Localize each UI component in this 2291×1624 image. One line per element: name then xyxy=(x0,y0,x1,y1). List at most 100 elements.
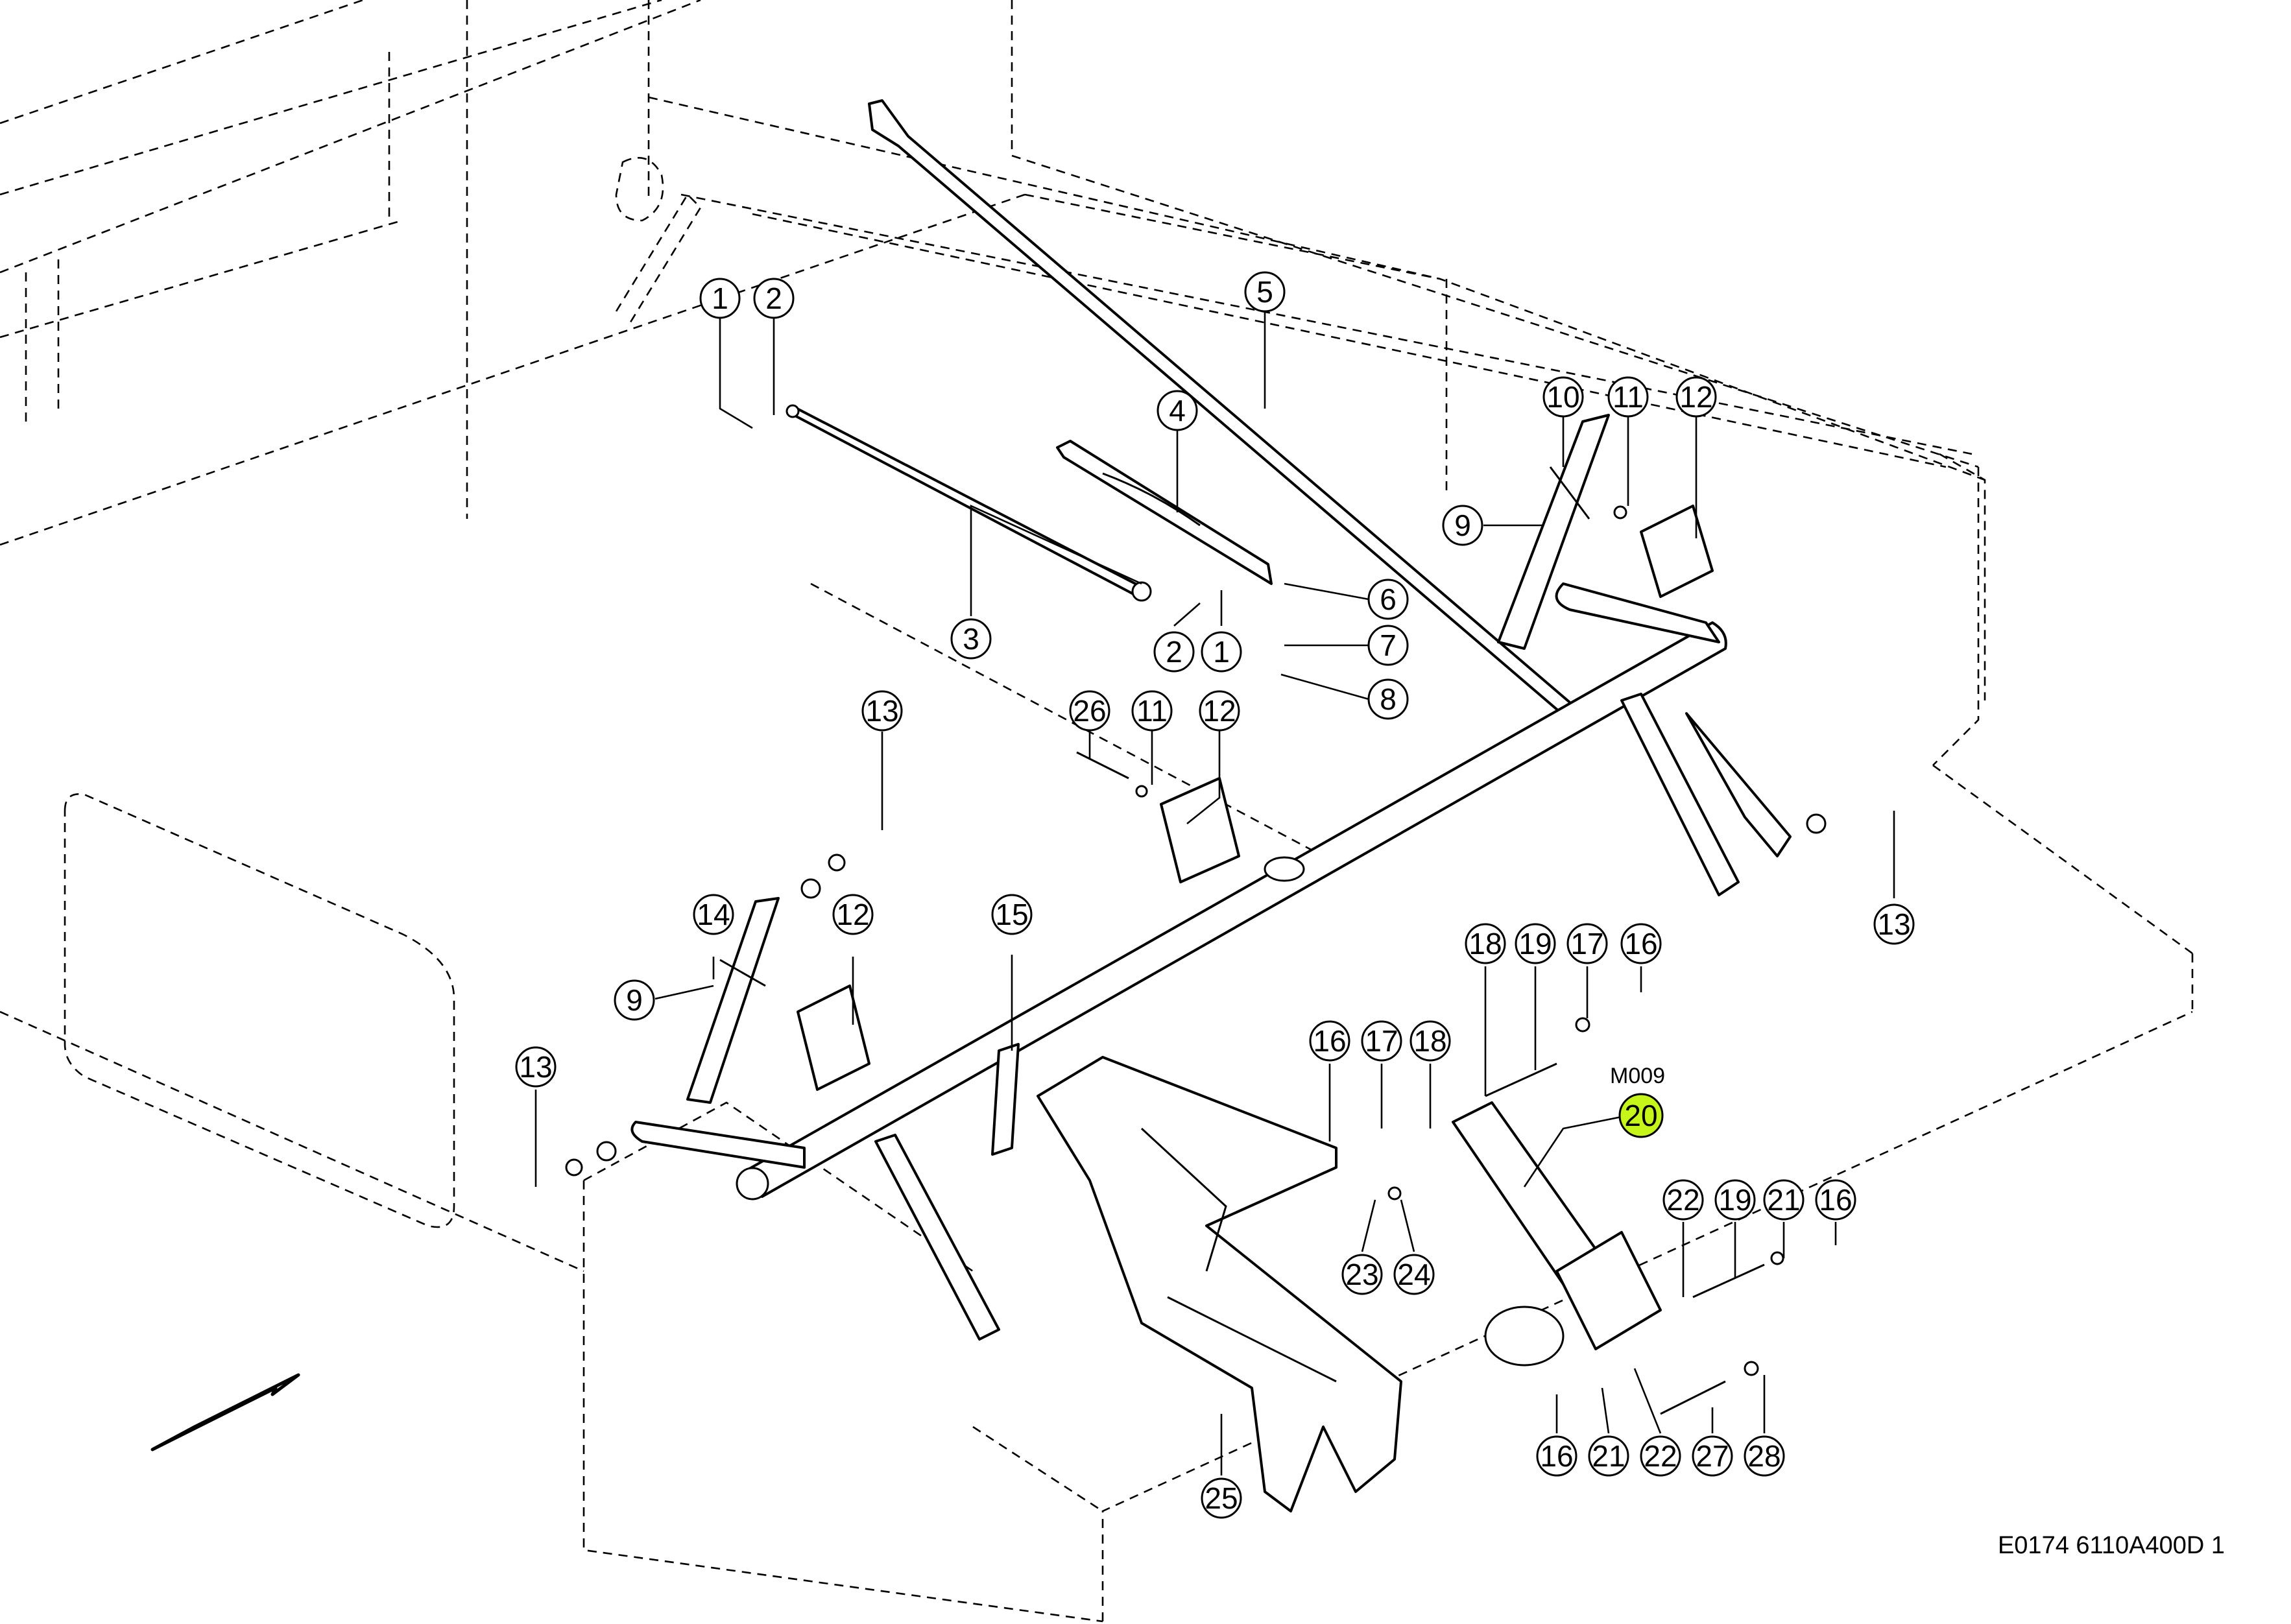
callout-16[interactable]: 16 xyxy=(1620,923,1662,964)
part-3-rod xyxy=(790,406,1143,598)
part-26-bolt xyxy=(1076,751,1129,780)
callout-10[interactable]: 10 xyxy=(1542,376,1584,418)
main-shaft xyxy=(745,621,1727,1198)
svg-text:12: 12 xyxy=(1203,694,1236,728)
right-arm xyxy=(1555,582,1720,643)
callout-28[interactable]: 28 xyxy=(1744,1435,1785,1477)
part-13-nut-mid xyxy=(800,878,821,899)
part-11-washer-mid xyxy=(1135,785,1148,798)
svg-text:20: 20 xyxy=(1624,1099,1657,1132)
callout-11[interactable]: 11 xyxy=(1607,376,1649,418)
callout-1-lower[interactable]: 1 xyxy=(1201,631,1242,673)
part-12-clamp-mid xyxy=(1160,777,1240,883)
callout-6[interactable]: 6 xyxy=(1367,579,1409,620)
callout-27[interactable]: 27 xyxy=(1692,1435,1733,1477)
callout-3[interactable]: 3 xyxy=(950,618,992,660)
callout-24[interactable]: 24 xyxy=(1393,1254,1435,1295)
svg-text:13: 13 xyxy=(1877,907,1910,941)
svg-text:4: 4 xyxy=(1169,394,1186,427)
svg-text:17: 17 xyxy=(1365,1024,1398,1058)
svg-text:10: 10 xyxy=(1546,380,1579,414)
callout-13-left[interactable]: 13 xyxy=(515,1046,557,1088)
callout-12-mid[interactable]: 12 xyxy=(1199,690,1240,732)
left-arm xyxy=(630,1121,806,1169)
callout-16-right[interactable]: 16 xyxy=(1815,1179,1856,1221)
callout-2[interactable]: 2 xyxy=(753,278,795,319)
svg-text:22: 22 xyxy=(1666,1183,1699,1217)
callout-20[interactable]: 20 xyxy=(1618,1093,1664,1138)
callout-17[interactable]: 17 xyxy=(1566,923,1608,964)
svg-text:12: 12 xyxy=(836,898,869,931)
callout-2-lower[interactable]: 2 xyxy=(1153,631,1195,673)
part-20-actuator-body xyxy=(1555,1231,1662,1350)
part-28-nut xyxy=(1744,1361,1759,1376)
callout-9[interactable]: 9 xyxy=(1442,505,1483,546)
part-13-washer-mid xyxy=(828,854,846,872)
callout-21[interactable]: 21 xyxy=(1763,1179,1805,1221)
part-25-inner-a xyxy=(1140,1127,1227,1272)
machine-frame xyxy=(0,0,2194,1623)
callout-12[interactable]: 12 xyxy=(1675,376,1717,418)
svg-text:14: 14 xyxy=(697,898,730,931)
callout-18[interactable]: 18 xyxy=(1465,923,1506,964)
callout-22-bottom[interactable]: 22 xyxy=(1640,1435,1681,1477)
callout-17-mid[interactable]: 17 xyxy=(1361,1020,1402,1062)
shaft-end xyxy=(736,1167,769,1200)
part-9-upper-lever xyxy=(1497,414,1610,650)
svg-text:3: 3 xyxy=(963,622,979,656)
callout-12-left[interactable]: 12 xyxy=(832,894,874,935)
svg-text:1: 1 xyxy=(1213,635,1230,669)
part-19-pin-lower xyxy=(1692,1263,1765,1298)
callout-15[interactable]: 15 xyxy=(991,894,1033,935)
svg-text:11: 11 xyxy=(1136,694,1168,728)
part-13-nut-right xyxy=(1806,813,1827,834)
svg-text:2: 2 xyxy=(1166,635,1182,669)
leader-lines xyxy=(534,311,1895,1475)
svg-text:9: 9 xyxy=(1454,508,1471,542)
callout-14[interactable]: 14 xyxy=(693,894,734,935)
part-11-washer-upper xyxy=(1613,505,1627,519)
callout-5[interactable]: 5 xyxy=(1244,271,1286,313)
callout-21-bottom[interactable]: 21 xyxy=(1588,1435,1629,1477)
callout-25[interactable]: 25 xyxy=(1201,1477,1242,1519)
right-hanger xyxy=(1620,693,1740,896)
callout-23[interactable]: 23 xyxy=(1341,1254,1383,1295)
svg-text:16: 16 xyxy=(1540,1439,1573,1473)
callout-1[interactable]: 1 xyxy=(699,278,741,319)
svg-text:7: 7 xyxy=(1380,628,1397,662)
part-13-nut-left xyxy=(596,1141,617,1162)
callout-4[interactable]: 4 xyxy=(1157,390,1198,431)
svg-text:22: 22 xyxy=(1644,1439,1677,1473)
part-24-washer xyxy=(1387,1186,1402,1200)
right-plate xyxy=(1685,712,1792,857)
callout-18-mid[interactable]: 18 xyxy=(1409,1020,1451,1062)
callout-11-mid[interactable]: 11 xyxy=(1131,690,1173,732)
callout-22[interactable]: 22 xyxy=(1662,1179,1704,1221)
callout-16-bottom[interactable]: 16 xyxy=(1536,1435,1577,1477)
callout-9-lower[interactable]: 9 xyxy=(614,979,655,1021)
svg-text:13: 13 xyxy=(865,694,898,728)
part-12-clamp-upper xyxy=(1640,505,1714,598)
svg-text:23: 23 xyxy=(1345,1258,1378,1291)
part-17-washer xyxy=(1575,1017,1590,1033)
svg-text:28: 28 xyxy=(1747,1439,1781,1473)
callout-26[interactable]: 26 xyxy=(1069,690,1110,732)
callout-16-mid[interactable]: 16 xyxy=(1309,1020,1350,1062)
svg-text:12: 12 xyxy=(1679,380,1712,414)
svg-text:5: 5 xyxy=(1256,275,1273,309)
callout-19[interactable]: 19 xyxy=(1515,923,1556,964)
rod-end-left xyxy=(786,404,800,418)
callout-7[interactable]: 7 xyxy=(1367,625,1409,666)
part-21-washer xyxy=(1770,1251,1784,1265)
callout-13-mid[interactable]: 13 xyxy=(861,690,903,732)
svg-text:13: 13 xyxy=(519,1050,552,1084)
callout-19-lower[interactable]: 19 xyxy=(1714,1179,1756,1221)
part-25-bracket xyxy=(1037,1056,1402,1512)
svg-text:26: 26 xyxy=(1073,694,1106,728)
left-hanger xyxy=(874,1134,1000,1341)
svg-text:16: 16 xyxy=(1313,1024,1346,1058)
callout-8[interactable]: 8 xyxy=(1367,678,1409,720)
callout-13-right[interactable]: 13 xyxy=(1873,903,1915,945)
part-20-motor xyxy=(1484,1306,1565,1367)
